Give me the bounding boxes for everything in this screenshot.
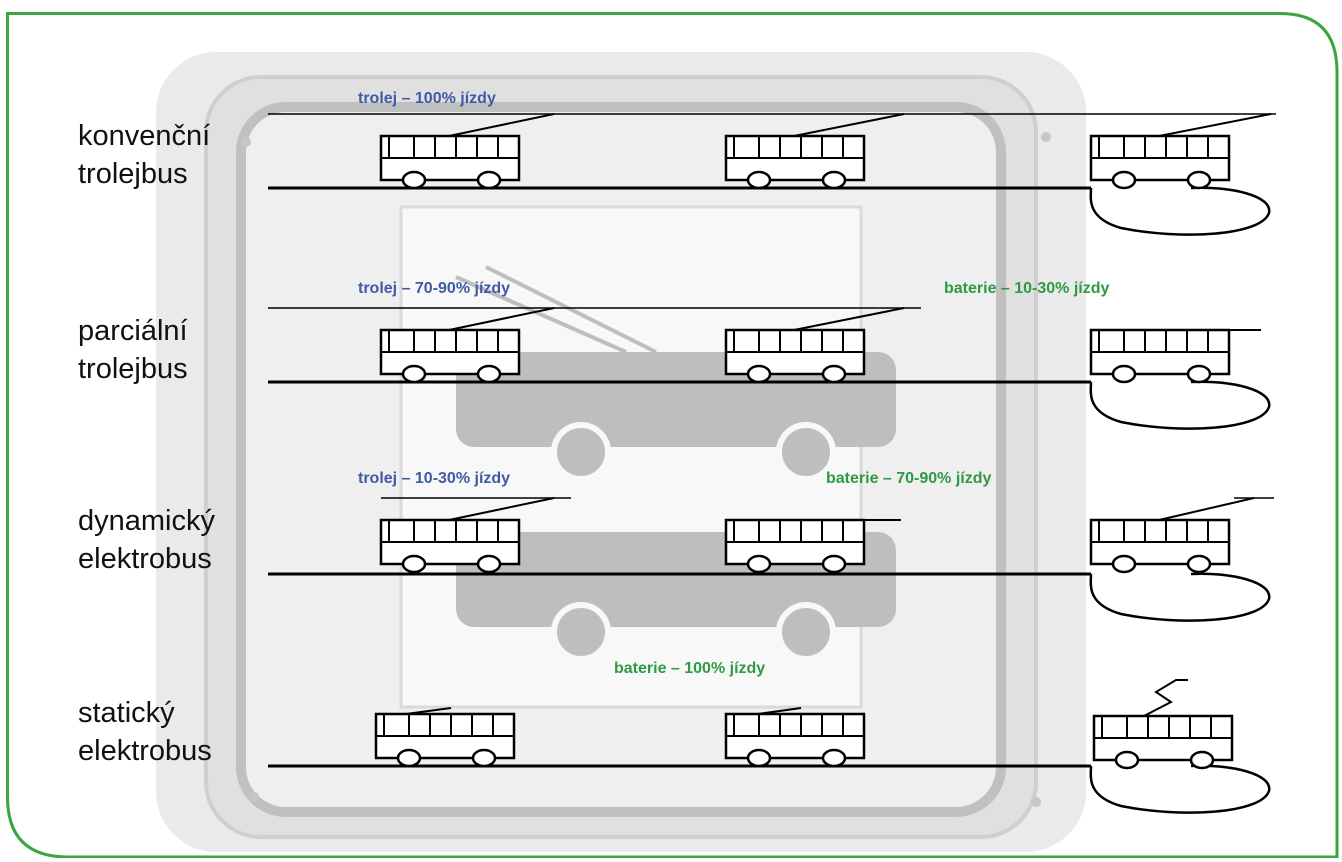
trolleybus-icon [726, 330, 864, 382]
row-label-conventional: konvenční trolejbus [78, 117, 210, 193]
trolleybus-icon [381, 520, 519, 572]
trolleybus-icon [381, 136, 519, 188]
caption-trolley-share: trolej – 10-30% jízdy [358, 470, 510, 488]
charging-loop [1091, 574, 1270, 621]
trolley-pole [1159, 114, 1271, 136]
row-label-line: parciální [78, 312, 188, 350]
charging-loop [1091, 766, 1270, 813]
caption-trolley-share: trolej – 100% jízdy [358, 90, 496, 108]
row-label-line: dynamický [78, 502, 215, 540]
row-label-line: trolejbus [78, 155, 210, 193]
charging-loop [1091, 188, 1270, 235]
caption-trolley-share: trolej – 70-90% jízdy [358, 280, 510, 298]
caption-battery-share: baterie – 70-90% jízdy [826, 470, 991, 488]
charging-loop [1091, 382, 1270, 429]
trolley-pole [1159, 498, 1254, 520]
trolleybus-icon [1091, 520, 1229, 572]
bus-sign-background [156, 52, 1086, 852]
caption-battery-share: baterie – 100% jízdy [614, 660, 765, 678]
diagram-frame: konvenční trolejbus parciální trolejbus … [6, 12, 1340, 858]
row-label-dynamic: dynamický elektrobus [78, 502, 215, 578]
trolleybus-icon [726, 136, 864, 188]
trolleybus-icon [376, 714, 514, 766]
row-label-static: statický elektrobus [78, 694, 212, 770]
row-label-line: konvenční [78, 117, 210, 155]
trolleybus-icon [381, 330, 519, 382]
pantograph [1144, 680, 1188, 716]
trolleybus-icon [726, 520, 864, 572]
trolleybus-icon [1091, 136, 1229, 188]
row-label-line: statický [78, 694, 212, 732]
trolleybus-icon [1094, 716, 1232, 768]
row-label-line: elektrobus [78, 732, 212, 770]
trolleybus-icon [1091, 330, 1229, 382]
row-label-line: elektrobus [78, 540, 215, 578]
row-label-partial: parciální trolejbus [78, 312, 188, 388]
caption-battery-share: baterie – 10-30% jízdy [944, 280, 1109, 298]
trolleybus-icon [726, 714, 864, 766]
row-label-line: trolejbus [78, 350, 188, 388]
